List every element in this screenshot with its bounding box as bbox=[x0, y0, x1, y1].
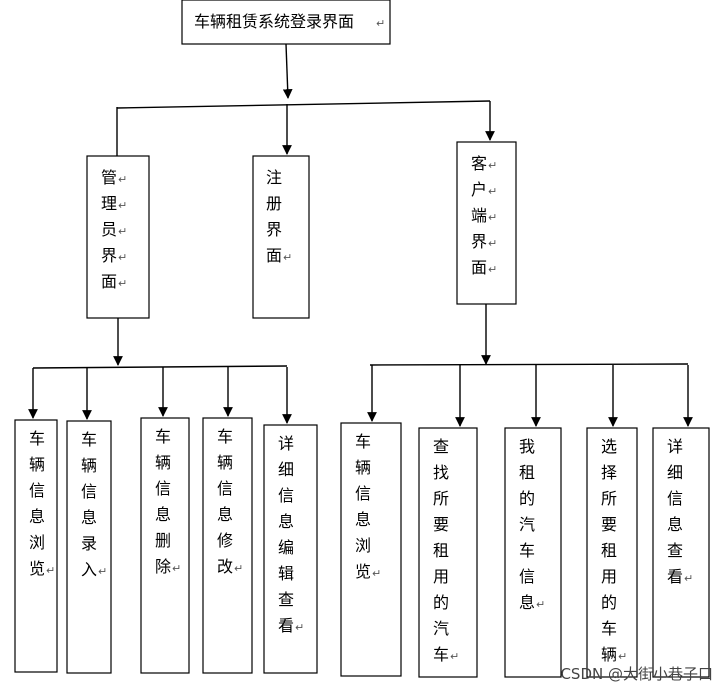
node-admin-add-label: 车辆信息录入 bbox=[81, 430, 97, 579]
node-admin-edit: 车辆信息修改↵ bbox=[202, 417, 253, 674]
node-admin-edit-label: 车辆信息修改 bbox=[217, 427, 233, 576]
node-client-search-label: 查找所要租用的汽车 bbox=[433, 437, 449, 664]
return-mark: ↵ bbox=[488, 185, 497, 198]
node-admin-detail-label: 详细信息编辑查看 bbox=[278, 434, 294, 635]
return-mark: ↵ bbox=[118, 277, 127, 290]
node-client-search: 查找所要租用的汽车↵ bbox=[418, 427, 478, 678]
node-client-browse: 车辆信息浏览↵ bbox=[340, 422, 402, 677]
node-admin-label: 管理员界面 bbox=[101, 168, 117, 291]
return-mark: ↵ bbox=[118, 173, 127, 186]
node-client-select: 选择所要租用的车辆↵ bbox=[586, 427, 638, 678]
connectors bbox=[28, 43, 693, 427]
edge-client-bus bbox=[369, 363, 689, 366]
return-mark: ↵ bbox=[488, 237, 497, 250]
edge-admin-bus bbox=[32, 365, 288, 369]
return-mark: ↵ bbox=[295, 621, 304, 634]
edge-level1-bus bbox=[116, 100, 491, 109]
node-admin-browse: 车辆信息浏览↵ bbox=[14, 419, 58, 673]
return-mark: ↵ bbox=[488, 263, 497, 276]
node-client-label: 客户端界面 bbox=[471, 154, 487, 277]
node-client-browse-label: 车辆信息浏览 bbox=[355, 432, 371, 581]
return-mark: ↵ bbox=[234, 562, 243, 575]
return-mark: ↵ bbox=[118, 225, 127, 238]
return-mark: ↵ bbox=[376, 17, 385, 30]
node-admin: 管理员界面↵ ↵ ↵ ↵ ↵ bbox=[86, 155, 150, 319]
node-client-mine: 我租的汽车信息↵ bbox=[504, 427, 562, 678]
node-admin-delete: 车辆信息删除↵ bbox=[140, 417, 190, 674]
node-client: 客户端界面↵ ↵ ↵ ↵ ↵ bbox=[456, 141, 517, 305]
title-label: 车辆租赁系统登录界面 bbox=[194, 12, 354, 31]
title-box: 车辆租赁系统登录界面 ↵ bbox=[181, 0, 391, 45]
node-register: 注册界面↵ bbox=[252, 155, 310, 319]
node-client-mine-label: 我租的汽车信息 bbox=[519, 437, 535, 612]
edge-title-to-bus bbox=[282, 43, 293, 99]
return-mark: ↵ bbox=[488, 211, 497, 224]
nodes: 车辆租赁系统登录界面↵管理员界面↵↵↵↵↵注册界面↵客户端界面↵↵↵↵↵车辆信息… bbox=[14, 0, 710, 678]
node-client-select-label: 选择所要租用的车辆 bbox=[601, 437, 617, 664]
node-admin-browse-label: 车辆信息浏览 bbox=[29, 429, 45, 578]
watermark: CSDN @大街小巷子口 bbox=[560, 665, 713, 683]
return-mark: ↵ bbox=[118, 251, 127, 264]
return-mark: ↵ bbox=[536, 598, 545, 611]
return-mark: ↵ bbox=[172, 562, 181, 575]
node-client-detail: 详细信息查看↵ bbox=[652, 427, 710, 678]
node-admin-add: 车辆信息录入↵ bbox=[66, 420, 112, 674]
node-admin-detail: 详细信息编辑查看↵ bbox=[263, 424, 318, 674]
node-register-label: 注册界面 bbox=[266, 168, 282, 265]
return-mark: ↵ bbox=[684, 572, 693, 585]
return-mark: ↵ bbox=[618, 650, 627, 663]
node-admin-delete-label: 车辆信息删除 bbox=[155, 427, 171, 576]
return-mark: ↵ bbox=[283, 251, 292, 264]
return-mark: ↵ bbox=[372, 567, 381, 580]
node-client-detail-label: 详细信息查看 bbox=[667, 437, 683, 586]
return-mark: ↵ bbox=[46, 564, 55, 577]
return-mark: ↵ bbox=[488, 159, 497, 172]
return-mark: ↵ bbox=[98, 565, 107, 578]
return-mark: ↵ bbox=[450, 650, 459, 663]
return-mark: ↵ bbox=[118, 199, 127, 212]
